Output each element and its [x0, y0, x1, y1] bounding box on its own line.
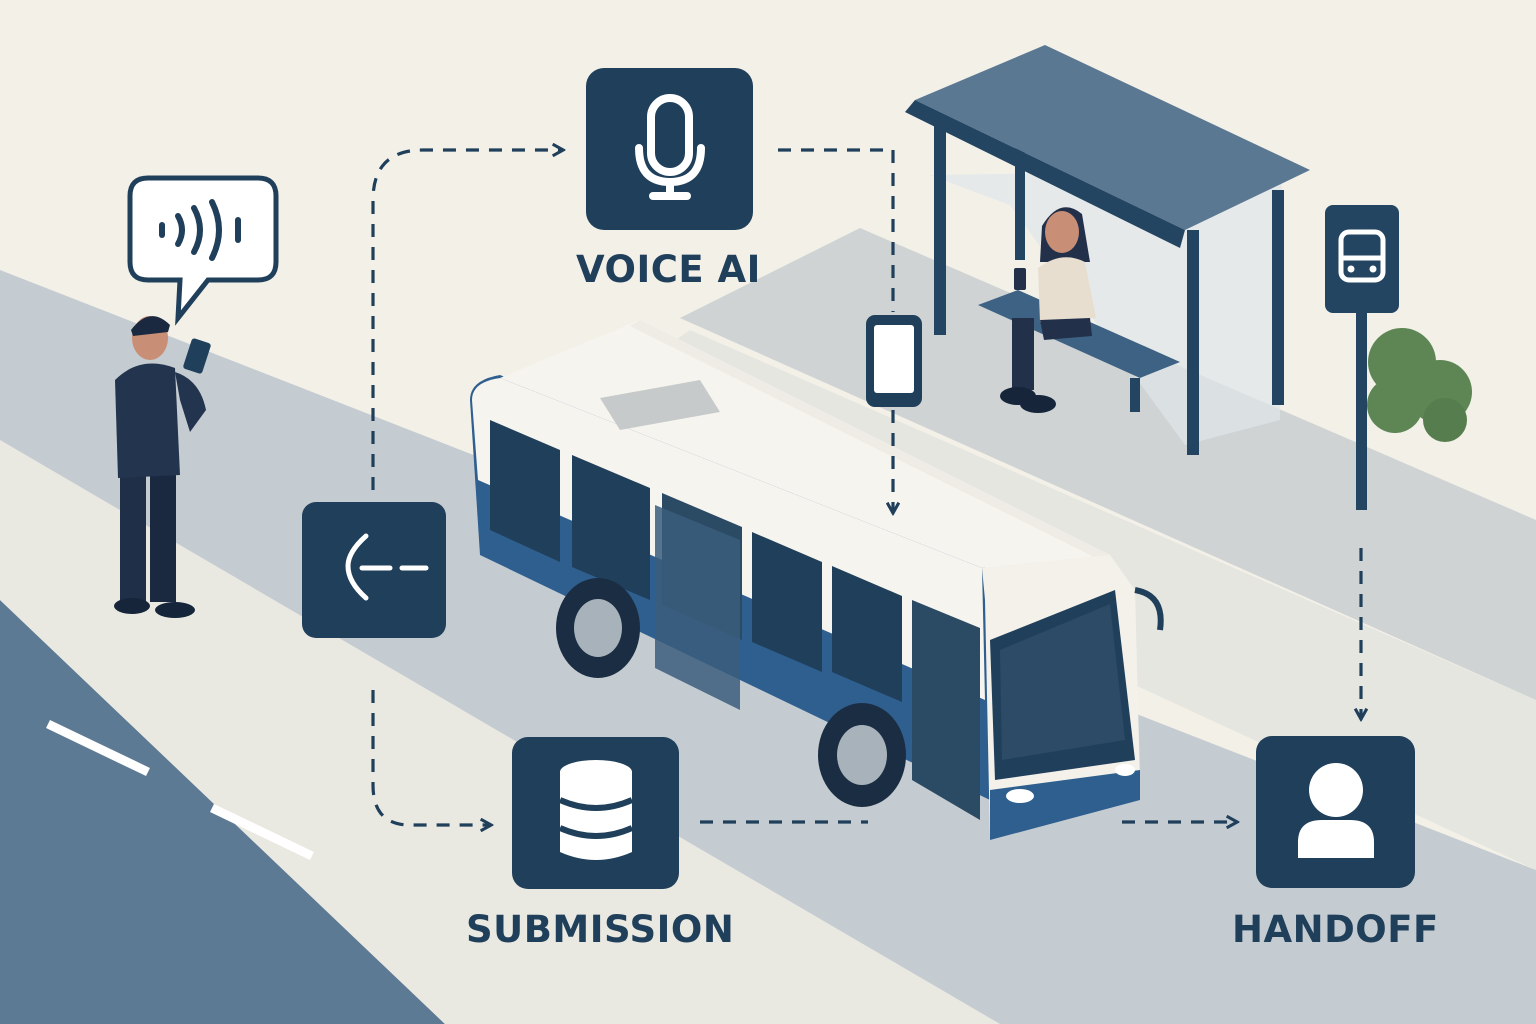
node-handoff	[1256, 736, 1415, 888]
caller-person	[114, 316, 211, 618]
speech-bubble	[127, 175, 279, 326]
connector-voice-to-phone	[778, 148, 895, 312]
node-transfer	[302, 502, 446, 638]
label-submission: SUBMISSION	[466, 908, 735, 951]
database-icon	[558, 760, 634, 860]
node-voice-ai	[586, 68, 753, 230]
node-submission	[512, 737, 679, 889]
label-handoff: HANDOFF	[1232, 908, 1439, 951]
label-voice-ai: VOICE AI	[576, 248, 761, 291]
microphone-icon	[635, 94, 705, 200]
smartphone-icon	[866, 315, 922, 407]
connector-transfer-to-voice	[371, 150, 562, 490]
bush	[1367, 328, 1472, 442]
bus-shelter	[905, 45, 1310, 455]
sound-waves-icon	[159, 199, 241, 261]
lane-marking	[210, 803, 314, 861]
bus-stop-sign	[1325, 205, 1399, 510]
connector-transfer-to-submission	[371, 690, 490, 825]
flow-connectors	[371, 148, 1361, 825]
bus	[470, 320, 1164, 840]
back-arrow-icon	[345, 533, 429, 601]
waiting-passenger	[1000, 207, 1096, 413]
lane-marking	[46, 719, 150, 777]
user-icon	[1298, 763, 1374, 858]
